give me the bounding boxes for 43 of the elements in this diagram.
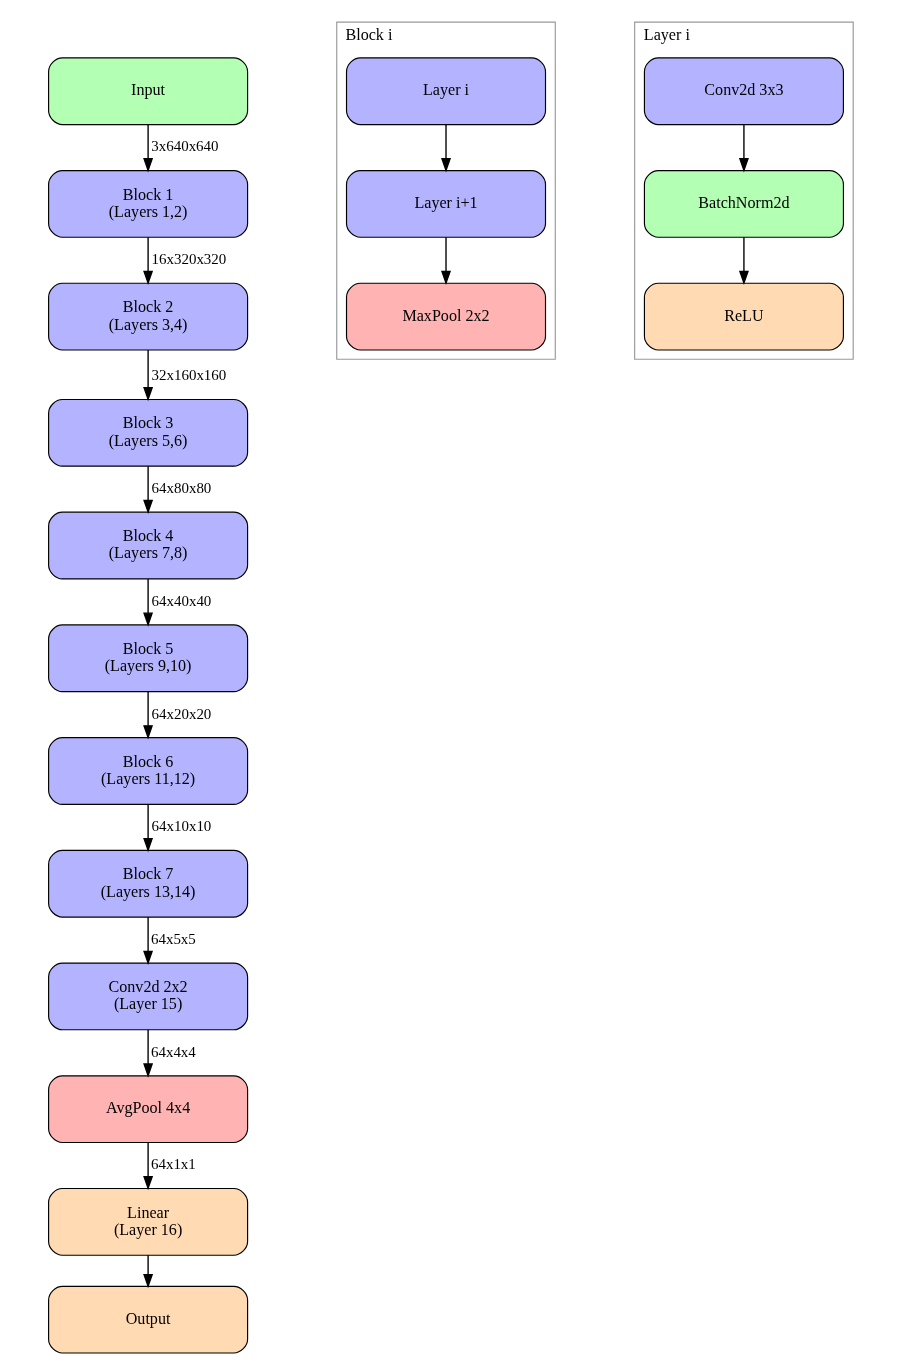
- arrow: [143, 236, 154, 286]
- arrow: [441, 123, 451, 173]
- arrow: [738, 123, 749, 173]
- node-box: MaxPool 2x2: [345, 282, 547, 351]
- node-box: ReLU: [643, 282, 844, 351]
- edge-label: 32x160x160: [151, 367, 227, 384]
- arrow: [143, 1029, 154, 1078]
- node-box: AvgPool 4x4: [48, 1075, 249, 1144]
- arrow: [738, 236, 749, 286]
- node-box: Block 7 (Layers 13,14): [48, 849, 249, 918]
- edge-label: 64x1x1: [151, 1156, 196, 1173]
- node-box: Block 6 (Layers 11,12): [48, 737, 249, 805]
- node-box: Linear (Layer 16): [48, 1187, 249, 1256]
- arrow: [143, 349, 154, 402]
- node-box: Layer i: [345, 57, 547, 126]
- arrow: [143, 916, 154, 965]
- arrow: [143, 1254, 154, 1289]
- edge-label: 64x20x20: [151, 705, 212, 722]
- arrow: [143, 578, 154, 627]
- arrow: [143, 465, 154, 514]
- node-box: Conv2d 3x3: [643, 57, 844, 126]
- node-box: Block 5 (Layers 9,10): [48, 624, 249, 693]
- node-box: Layer i+1: [345, 170, 547, 238]
- node-box: Conv2d 2x2 (Layer 15): [48, 962, 249, 1031]
- edge-label: 64x4x4: [151, 1043, 196, 1060]
- node-box: Block 4 (Layers 7,8): [48, 511, 249, 580]
- node-box: Block 2 (Layers 3,4): [48, 282, 249, 351]
- arrow: [143, 123, 154, 173]
- edge-label: 64x40x40: [151, 592, 212, 609]
- edge-label: 3x640x640: [151, 138, 219, 155]
- arrow: [441, 236, 451, 286]
- edge-label: 64x10x10: [151, 818, 212, 835]
- edge-label: 64x5x5: [151, 930, 196, 947]
- node-box: Block 3 (Layers 5,6): [48, 398, 249, 467]
- arrow: [143, 803, 154, 853]
- node-box: BatchNorm2d: [643, 170, 844, 238]
- edge-label: 16x320x320: [151, 251, 227, 268]
- arrow: [143, 690, 154, 740]
- node-box: Block 1 (Layers 1,2): [48, 170, 249, 238]
- node-box: Input: [48, 57, 249, 126]
- arrow: [143, 1141, 154, 1191]
- node-box: Output: [48, 1285, 249, 1354]
- edge-label: 64x80x80: [151, 480, 212, 497]
